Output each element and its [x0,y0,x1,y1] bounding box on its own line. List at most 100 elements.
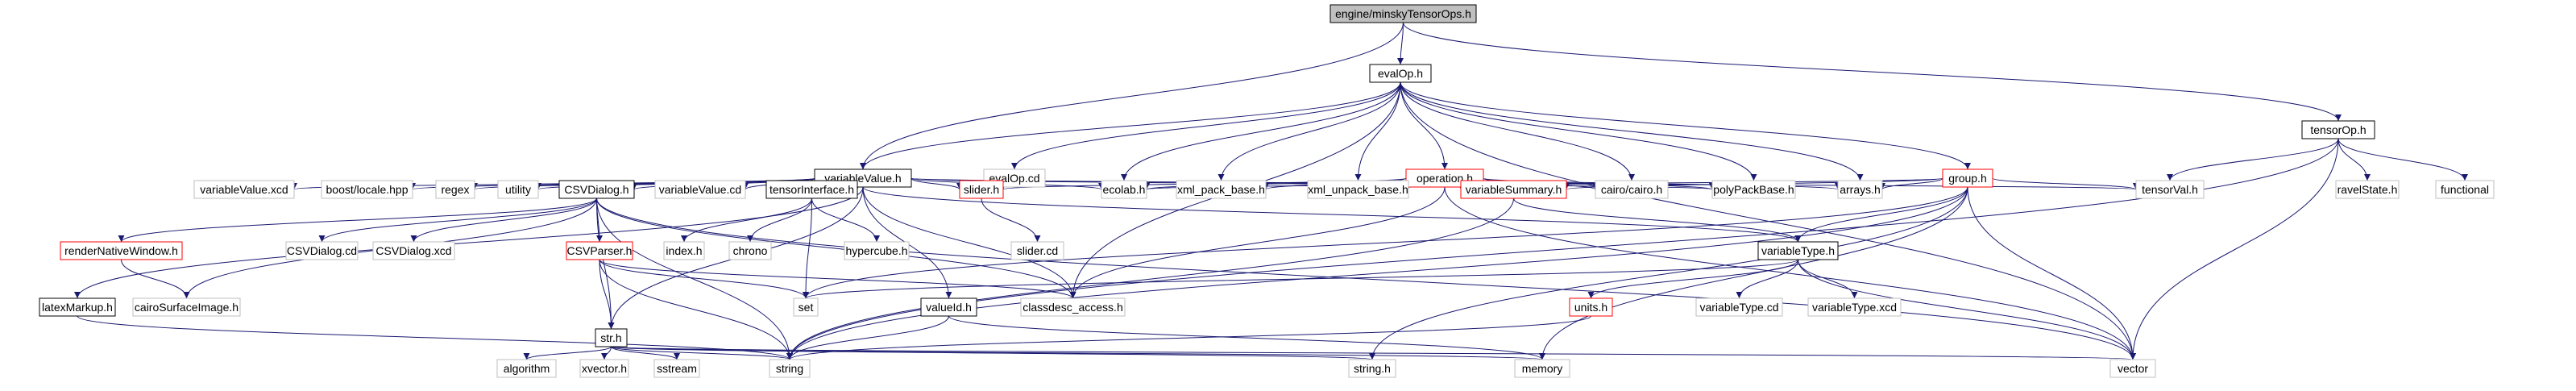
node-label: operation.h [1417,172,1473,185]
node-CSVDialogxcd: CSVDialog.xcd [372,241,455,260]
edge-variableType-variableTypecd [1736,259,1798,299]
node-CSVDialog[interactable]: CSVDialog.h [558,180,635,199]
edge-CSVDialog-renderNativeWindow [118,198,597,243]
node-box [2435,180,2495,199]
node-functional: functional [2435,180,2495,199]
node-box [60,241,183,260]
edge-group-set [803,186,1968,299]
node-variableType[interactable]: variableType.h [1757,241,1839,260]
node-label: cairoSurfaceImage.h [135,301,239,314]
node-label: xvector.h [582,362,627,375]
node-label: utility [505,183,531,196]
node-box [1807,297,1902,317]
edge-CSVParser-set [599,259,809,299]
node-slidercd: slider.cd [1010,241,1064,260]
node-label: hypercube.h [845,244,907,257]
edge-tensorInterface-hypercube [811,198,880,243]
node-box [193,180,295,199]
node-label: arrays.h [1840,183,1881,196]
edge-variableType-set [803,259,1798,299]
node-label: engine/minskyTensorOps.h [1335,7,1471,20]
edge-CSVDialog-string [596,198,793,360]
node-label: sstream [657,362,697,375]
node-label: memory [1522,362,1563,375]
edge-evalOp-xmlunpack [1354,81,1401,181]
edge-group-stringh [1369,186,1968,360]
node-label: variableSummary.h [1466,183,1562,196]
node-polyPackBase: polyPackBase.h [1711,180,1796,199]
edge-CSVDialog-CSVDialogcd [318,198,597,243]
node-algorithm: algorithm [496,359,557,378]
node-group[interactable]: group.h [1942,168,1993,188]
node-evalOp[interactable]: evalOp.h [1369,64,1432,83]
node-label: boost/locale.hpp [326,183,409,196]
node-box [654,180,746,199]
node-box [1595,180,1669,199]
node-label: evalOp.h [1378,67,1423,80]
node-box [653,359,700,378]
node-variableSummary[interactable]: variableSummary.h [1460,180,1567,199]
node-label: latexMarkup.h [42,301,113,314]
node-tensorVal: tensorVal.h [2135,180,2205,199]
edge-evalOp-operation [1400,81,1448,170]
node-latexMarkup[interactable]: latexMarkup.h [39,297,116,317]
node-renderNativeWindow[interactable]: renderNativeWindow.h [60,241,183,260]
node-box [566,241,633,260]
node-arrays: arrays.h [1837,180,1883,199]
node-root[interactable]: engine/minskyTensorOps.h [1329,4,1477,23]
edge-CSVDialog-classdesc [596,198,1076,299]
edge-operation-vector [1444,186,2136,360]
node-label: variableType.h [1761,244,1835,257]
node-box [2335,180,2400,199]
edge-slider-slidercd [981,198,1041,243]
node-box [920,297,977,317]
node-ravelState: ravelState.h [2335,180,2400,199]
node-label: string [776,362,803,375]
edge-variableValue-slider [911,177,963,190]
node-label: algorithm [504,362,550,375]
node-box [1176,180,1267,199]
node-valueId[interactable]: valueId.h [920,297,977,317]
edge-operation-classdesc [1069,186,1446,299]
edge-valueId-memory [948,315,1545,360]
node-box [2135,180,2205,199]
node-box [1010,241,1064,260]
node-operation[interactable]: operation.h [1405,168,1484,188]
node-label: units.h [1574,301,1607,314]
edge-variableSummary-variableType [1513,198,1802,243]
edge-variableValue-variableType [862,186,1802,243]
node-CSVParser[interactable]: CSVParser.h [566,241,633,260]
node-tensorInterface[interactable]: tensorInterface.h [765,180,858,199]
node-string: string [769,359,811,378]
node-ecolab: ecolab.h [1101,180,1147,199]
node-box [769,359,811,378]
node-box [765,180,858,199]
edge-evalOp-polyPackBase [1400,81,1757,181]
node-sstream: sstream [653,359,700,378]
node-box [1711,180,1796,199]
edge-variableSummary-string [786,198,1514,360]
edge-group-variableType [1794,186,1968,243]
node-tensorOp[interactable]: tensorOp.h [2301,120,2375,139]
edge-str-xvector [601,346,612,360]
node-label: xml_pack_base.h [1177,183,1265,196]
node-label: ravelState.h [2337,183,2398,196]
node-box [1348,359,1396,378]
node-str[interactable]: str.h [595,328,628,347]
node-slider[interactable]: slider.h [959,180,1004,199]
node-regex: regex [435,180,475,199]
node-label: polyPackBase.h [1713,183,1794,196]
node-label: slider.h [964,183,999,196]
edge-str-algorithm [523,346,612,360]
edge-evalOp-evalOpcd [1011,81,1401,170]
node-units[interactable]: units.h [1569,297,1613,317]
node-box [844,241,910,260]
node-xvector: xvector.h [579,359,629,378]
node-boostlocale: boost/locale.hpp [321,180,413,199]
edge-evalOp-vector [1400,81,2136,360]
edge-CSVDialog-vector [596,198,2136,360]
edge-variableType-vector [1798,259,2136,360]
edge-operation-ecolab [1143,177,1407,190]
node-box [39,297,116,317]
node-box [1329,4,1477,23]
